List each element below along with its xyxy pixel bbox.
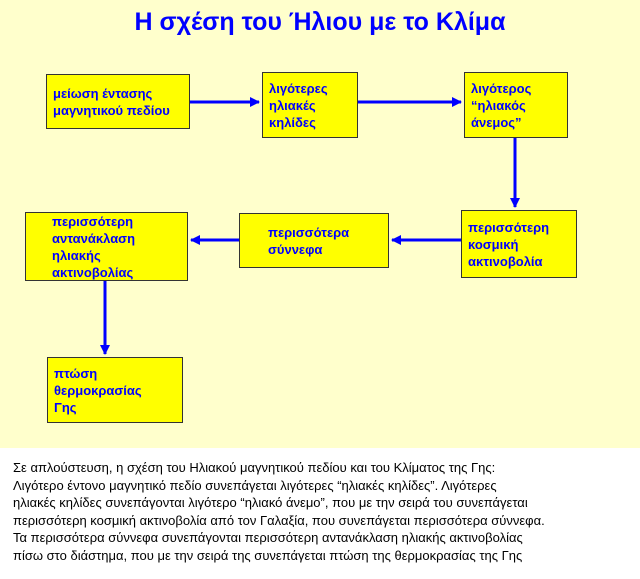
box-magnetic-field-weakening: μείωση έντασης μαγνητικού πεδίου xyxy=(46,74,190,129)
explanation-text: Σε απλούστευση, η σχέση του Ηλιακού μαγν… xyxy=(13,459,633,564)
box-label: περισσότερη αντανάκλαση ηλιακής ακτινοβο… xyxy=(52,214,136,280)
caption-line: Σε απλούστευση, η σχέση του Ηλιακού μαγν… xyxy=(13,460,496,475)
box-more-solar-reflection: περισσότερη αντανάκλαση ηλιακής ακτινοβο… xyxy=(25,212,188,281)
caption-line: Τα περισσότερα σύννεφα συνεπάγονται περι… xyxy=(13,530,523,545)
caption-line: Λιγότερο έντονο μαγνητικό πεδίο συνεπάγε… xyxy=(13,477,497,493)
box-more-cosmic-radiation: περισσότερη κοσμική ακτινοβολία xyxy=(461,210,577,278)
caption-line: πίσω στο διάστημα, που με την σειρά της … xyxy=(13,547,523,563)
arrow-layer xyxy=(100,97,520,355)
caption-line: περισσότερη κοσμική ακτινοβολία από τον … xyxy=(13,512,545,528)
diagram-title: Η σχέση του Ήλιου με το Κλίμα xyxy=(134,8,506,36)
box-more-clouds: περισσότερα σύννεφα xyxy=(239,213,389,268)
box-earth-temperature-drop: πτώση θερμοκρασίας Γης xyxy=(47,357,183,423)
box-label: πτώση θερμοκρασίας Γης xyxy=(54,365,142,415)
box-label: περισσότερα σύννεφα xyxy=(268,224,350,257)
box-label: μείωση έντασης μαγνητικού πεδίου xyxy=(53,85,170,118)
caption-line: ηλιακές κηλίδες συνεπάγονται λιγότερο “η… xyxy=(13,495,528,510)
box-fewer-sunspots: λιγότερες ηλιακές κηλίδες xyxy=(262,72,358,138)
box-label: περισσότερη κοσμική ακτινοβολία xyxy=(468,219,550,269)
box-label: λιγότερες ηλιακές κηλίδες xyxy=(269,80,328,130)
box-label: λιγότερος “ηλιακός άνεμος” xyxy=(471,80,532,130)
box-less-solar-wind: λιγότερος “ηλιακός άνεμος” xyxy=(464,72,568,138)
diagram-slide: Η σχέση του Ήλιου με το Κλίμα μείωση έντ… xyxy=(0,0,640,448)
